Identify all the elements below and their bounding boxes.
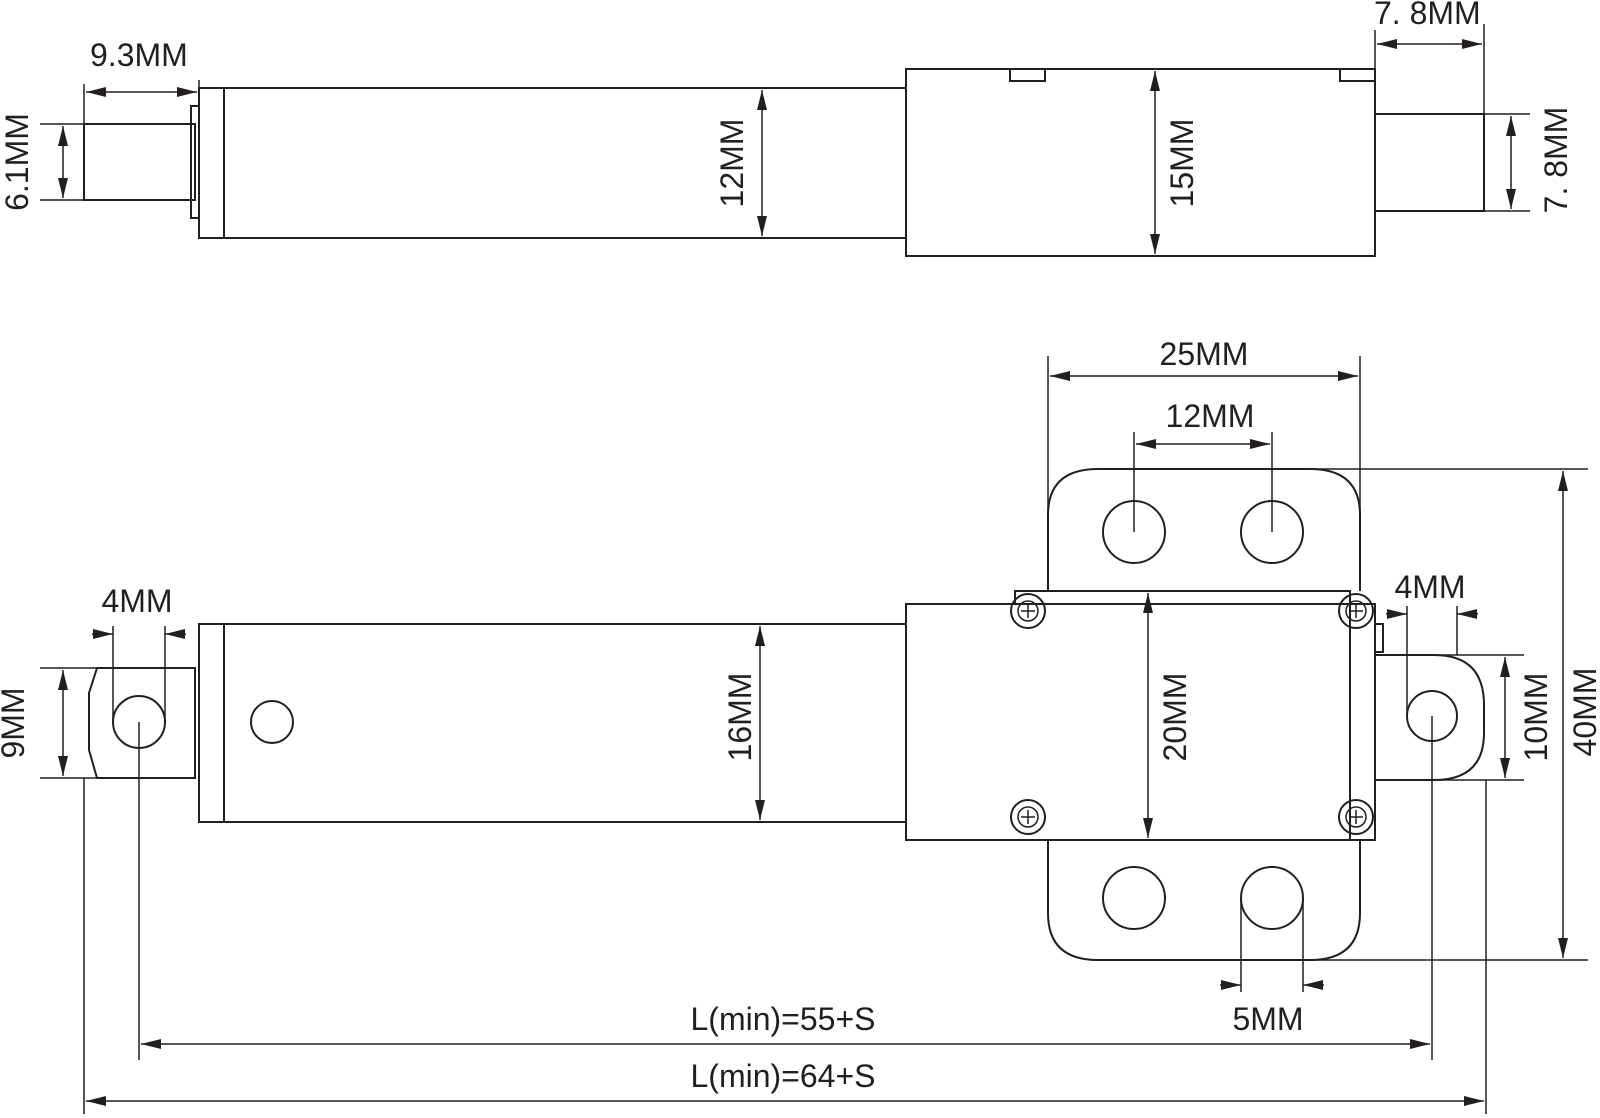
label-front-hole: 4MM — [101, 583, 172, 619]
side-tube — [223, 623, 907, 823]
top-view: 9.3MM 6.1MM 12MM 15MM 7. 8MM 7. 8MM — [0, 0, 1574, 257]
label-bracket-width: 25MM — [1160, 336, 1249, 372]
top-housing — [905, 68, 1376, 257]
label-top-rod-diameter: 6.1MM — [0, 113, 35, 211]
rear-clevis — [1374, 654, 1485, 781]
label-overall-length: L(min)=64+S — [691, 1058, 876, 1094]
label-hole-to-hole-length: L(min)=55+S — [691, 1001, 876, 1037]
label-bracket-height: 40MM — [1567, 668, 1600, 757]
label-rear-hole: 4MM — [1394, 569, 1465, 605]
label-rear-clevis-height: 10MM — [1518, 673, 1554, 762]
label-bracket-hole-spacing: 12MM — [1166, 398, 1255, 434]
front-clevis — [88, 667, 196, 779]
screw-icon — [1338, 799, 1374, 835]
top-housing-tab-left — [1009, 68, 1046, 82]
lower-bracket-hole-right — [1240, 866, 1304, 930]
label-top-housing-height: 15MM — [1164, 119, 1200, 208]
top-rear-lug — [1374, 113, 1485, 212]
label-top-rod-length: 9.3MM — [90, 37, 188, 73]
screw-icon — [1338, 593, 1374, 629]
side-housing — [905, 603, 1376, 841]
screw-icon — [1010, 593, 1046, 629]
label-top-end-length: 7. 8MM — [1374, 0, 1481, 31]
label-tube-height: 16MM — [722, 673, 758, 762]
top-tube-cap — [198, 87, 225, 239]
top-tube — [223, 87, 907, 239]
lower-bracket — [1047, 840, 1361, 961]
side-housing-front-panel — [906, 590, 1351, 840]
label-housing-height: 20MM — [1157, 673, 1193, 762]
upper-bracket — [1047, 468, 1361, 591]
screw-icon — [1010, 799, 1046, 835]
label-front-clevis-height: 9MM — [0, 687, 31, 758]
label-bracket-hole-diameter: 5MM — [1232, 1001, 1303, 1037]
top-rod — [83, 123, 196, 201]
side-view: 25MM 12MM 4MM 4MM 9MM 16MM 20MM 10M — [0, 336, 1600, 1114]
side-tube-cap — [198, 623, 225, 823]
top-housing-tab-right — [1339, 68, 1376, 82]
lower-bracket-hole-left — [1102, 866, 1166, 930]
label-top-tube-diameter: 12MM — [714, 119, 750, 208]
label-top-end-height: 7. 8MM — [1538, 107, 1574, 214]
side-tube-hole — [250, 700, 294, 744]
side-housing-side-tab — [1374, 623, 1384, 653]
